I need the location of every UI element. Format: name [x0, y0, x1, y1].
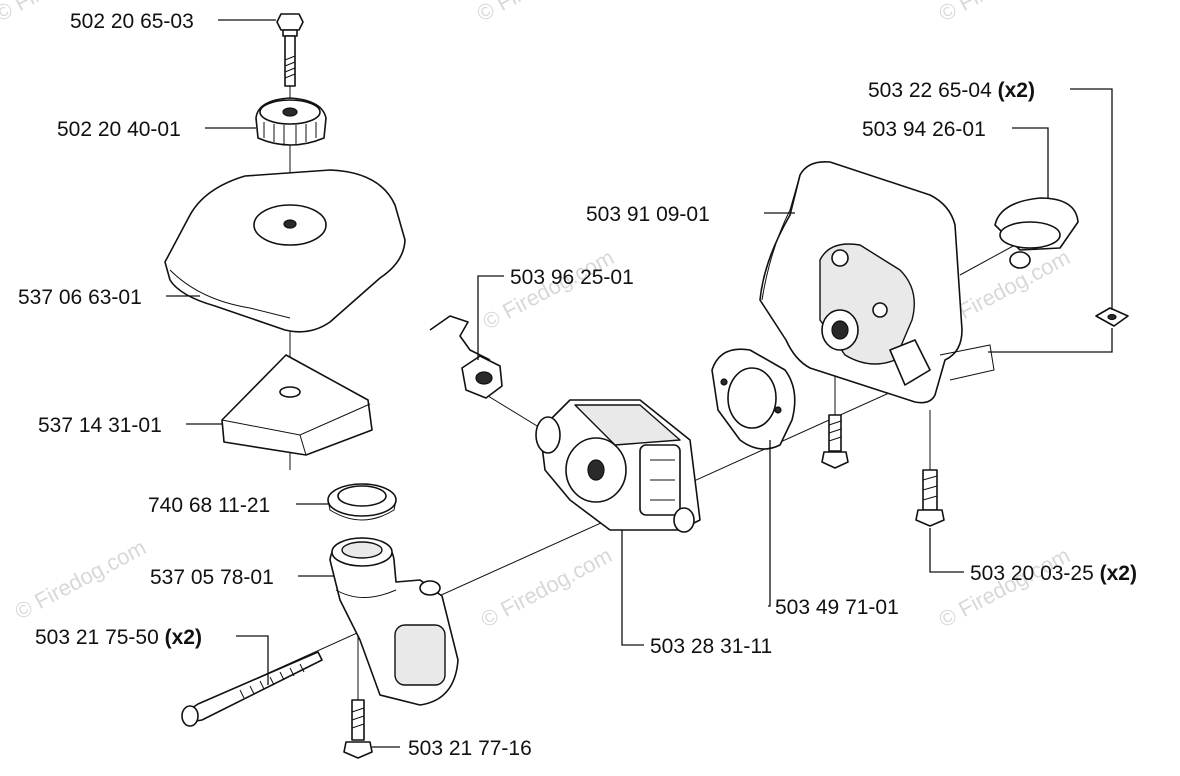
long-bolt-part: [181, 651, 323, 727]
part-label-502-20-40-01: 502 20 40-01: [57, 118, 181, 141]
part-label-740-68-11-21: 740 68 11-21: [148, 494, 270, 517]
air-filter-cover-part: [164, 169, 406, 333]
intake-adapter-part: [329, 537, 459, 706]
small-screw-part: [343, 699, 373, 759]
square-nut-part: [1095, 307, 1129, 327]
watermark: © Firedog.com: [477, 542, 616, 632]
part-label-503-21-75-50: 503 21 75-50 (x2): [35, 626, 202, 649]
part-label-503-20-03-25: 503 20 03-25 (x2): [970, 562, 1137, 585]
part-label-537-14-31-01: 537 14 31-01: [38, 414, 162, 437]
carburetor-housing-part: [759, 160, 995, 404]
part-label-537-05-78-01: 537 05 78-01: [150, 566, 274, 589]
knob-part: [255, 97, 327, 146]
watermark: © Firedog.com: [479, 244, 618, 334]
choke-knob-part: [994, 197, 1079, 269]
housing-screws-part: [821, 414, 945, 527]
watermark: © Firedog.com: [935, 542, 1074, 632]
watermark: © Firedog.com: [473, 0, 612, 26]
part-label-502-20-65-03: 502 20 65-03: [70, 10, 194, 33]
throttle-link-part: [429, 315, 503, 399]
part-label-503-22-65-04: 503 22 65-04 (x2): [868, 79, 1035, 102]
carburetor-part: [535, 399, 701, 533]
part-label-503-91-09-01: 503 91 09-01: [586, 203, 710, 226]
screw-part: [276, 13, 304, 87]
part-label-503-28-31-11: 503 28 31-11: [650, 635, 772, 658]
ring-seal-part: [327, 483, 397, 521]
part-label-503-94-26-01: 503 94 26-01: [862, 118, 986, 141]
air-filter-part: [221, 354, 373, 456]
part-label-503-49-71-01: 503 49 71-01: [775, 596, 899, 619]
watermark: © Firedog.com: [935, 0, 1074, 26]
gasket-part: [711, 348, 796, 450]
part-label-537-06-63-01: 537 06 63-01: [18, 286, 142, 309]
watermark: © Firedog.com: [11, 534, 150, 624]
part-labels: 502 20 65-03 502 20 40-01 537 06 63-01 5…: [18, 10, 1137, 760]
part-label-503-96-25-01: 503 96 25-01: [510, 266, 634, 289]
leader-lines: [166, 19, 1113, 748]
part-label-503-21-77-16: 503 21 77-16: [408, 737, 532, 760]
